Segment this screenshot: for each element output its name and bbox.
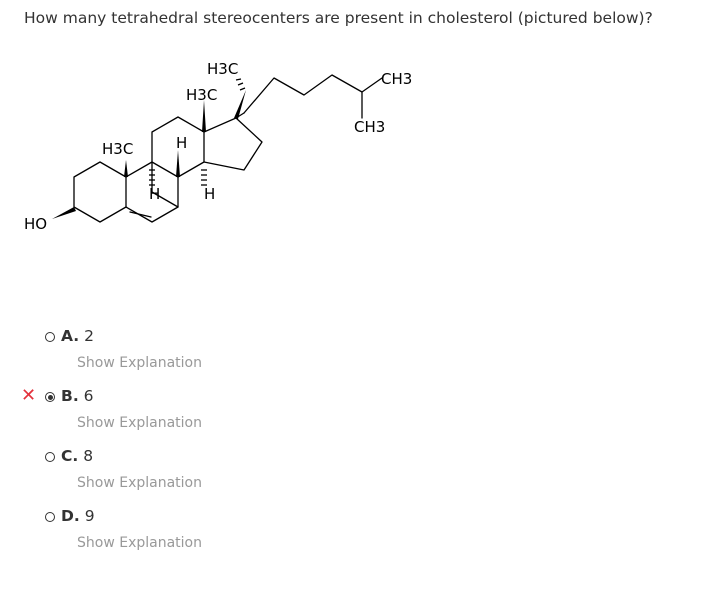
ring-a [73, 161, 127, 223]
option-d[interactable]: D. 9 Show Explanation [0, 506, 400, 568]
option-b-label[interactable]: B. 6 [61, 386, 94, 406]
cholesterol-structure: HO H3C H3C H3C H H H CH3 CH3 [24, 60, 412, 233]
h-wedge-top [176, 150, 180, 177]
option-d-label[interactable]: D. 9 [61, 506, 95, 526]
ho-label: HO [24, 215, 47, 233]
option-letter: A. [61, 327, 80, 345]
radio-option-b[interactable] [45, 392, 55, 402]
option-letter: C. [61, 447, 79, 465]
option-letter: D. [61, 507, 80, 525]
h-bottom-right-label: H [204, 185, 215, 203]
option-a-label[interactable]: A. 2 [61, 326, 94, 346]
methyl-wedge-mid [202, 100, 206, 132]
show-explanation-link[interactable]: Show Explanation [77, 355, 202, 371]
wrong-mark-icon: ✕ [21, 385, 37, 406]
option-c[interactable]: C. 8 Show Explanation [0, 446, 400, 508]
show-explanation-link[interactable]: Show Explanation [77, 415, 202, 431]
methyl-wedge-left [124, 160, 128, 177]
radio-option-d[interactable] [45, 512, 55, 522]
h3c-left-label: H3C [102, 140, 133, 158]
option-a[interactable]: A. 2 Show Explanation [0, 326, 400, 388]
option-letter: B. [61, 387, 79, 405]
h3c-mid-label: H3C [186, 86, 217, 104]
option-c-label[interactable]: C. 8 [61, 446, 93, 466]
ch3-right-label: CH3 [381, 70, 412, 88]
ring-d [203, 117, 263, 171]
h-top-label: H [176, 134, 187, 152]
ch3-bottom-label: CH3 [354, 118, 385, 136]
double-bond [129, 211, 152, 218]
radio-option-c[interactable] [45, 452, 55, 462]
option-value: 8 [83, 447, 94, 465]
h3c-top-label: H3C [207, 60, 238, 78]
side-chain-wedge [234, 90, 246, 119]
side-chain [243, 74, 383, 114]
show-explanation-link[interactable]: Show Explanation [77, 475, 202, 491]
h-bottom-left-label: H [149, 185, 160, 203]
option-value: 9 [84, 507, 95, 525]
option-value: 6 [83, 387, 94, 405]
option-value: 2 [84, 327, 94, 345]
question-text: How many tetrahedral stereocenters are p… [24, 9, 653, 27]
ring-b [125, 161, 179, 223]
ho-wedge [52, 207, 76, 219]
option-b[interactable]: ✕ B. 6 Show Explanation [0, 385, 400, 448]
radio-option-a[interactable] [45, 332, 55, 342]
show-explanation-link[interactable]: Show Explanation [77, 535, 202, 551]
